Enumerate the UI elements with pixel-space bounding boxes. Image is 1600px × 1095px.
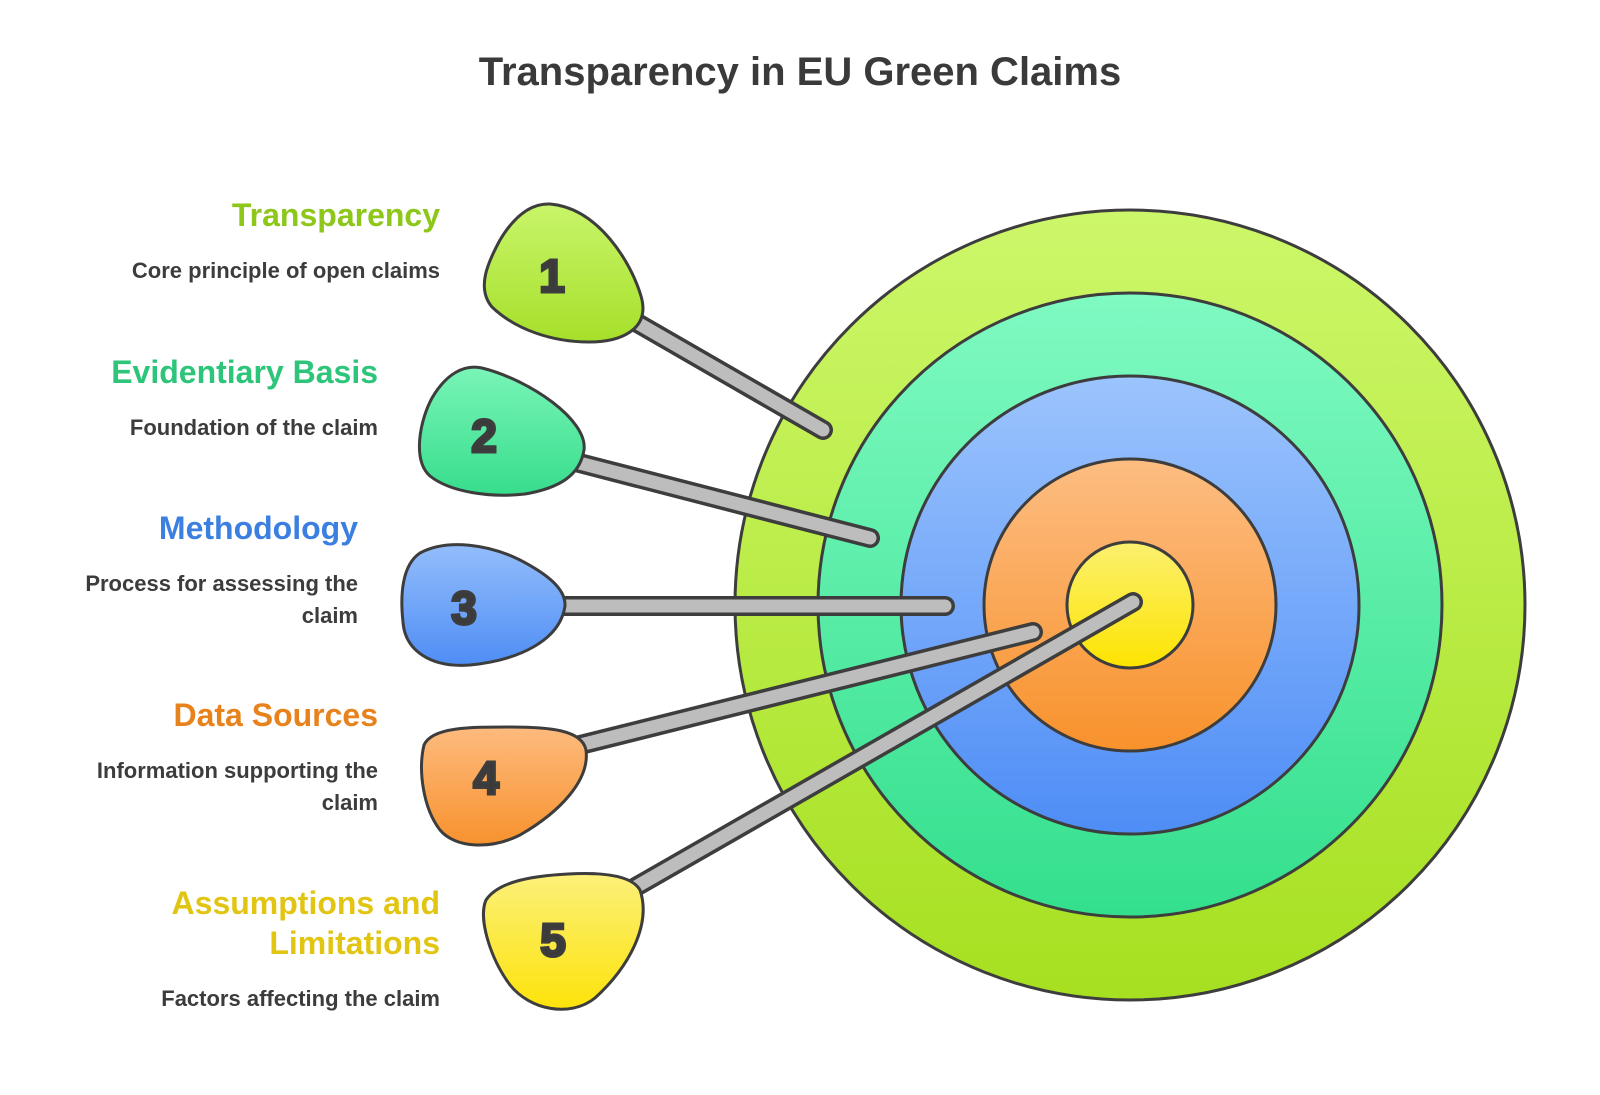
- dart-shaft-2: [550, 448, 880, 548]
- label-transparency: Transparency Core principle of open clai…: [40, 195, 440, 287]
- dart-marker-2: 2: [417, 365, 586, 497]
- label-heading: Assumptions and Limitations: [171, 885, 440, 961]
- marker-number-1: 1: [539, 250, 565, 302]
- dart-marker-5: 5: [482, 872, 645, 1011]
- dart-markers: 1 2 3 4 5: [400, 202, 645, 1011]
- dart-shaft-4: [550, 622, 1043, 760]
- marker-number-2: 2: [471, 410, 497, 462]
- label-methodology: Methodology Process for assessing the cl…: [40, 508, 358, 632]
- dart-marker-3: 3: [400, 543, 567, 667]
- label-evidentiary-basis: Evidentiary Basis Foundation of the clai…: [40, 352, 378, 444]
- dart-shafts: [535, 303, 1143, 906]
- label-description: Process for assessing the claim: [85, 571, 358, 628]
- label-assumptions-and-limitations: Assumptions and Limitations Factors affe…: [40, 883, 440, 1015]
- label-description: Foundation of the claim: [129, 415, 378, 440]
- label-description: Factors affecting the claim: [161, 986, 440, 1011]
- page-title: Transparency in EU Green Claims: [478, 50, 1122, 94]
- dart-shaft-5: [610, 592, 1143, 906]
- marker-number-3: 3: [451, 582, 477, 634]
- marker-number-5: 5: [540, 914, 566, 966]
- label-description: Core principle of open claims: [131, 258, 440, 283]
- label-description: Information supporting the claim: [96, 758, 378, 815]
- label-heading: Data Sources: [173, 697, 378, 733]
- label-heading: Methodology: [158, 510, 358, 546]
- dart-marker-1: 1: [482, 202, 645, 344]
- label-data-sources: Data Sources Information supporting the …: [40, 695, 378, 819]
- dart-marker-4: 4: [420, 725, 588, 847]
- dart-shaft-1: [610, 303, 833, 440]
- label-heading: Evidentiary Basis: [111, 354, 378, 390]
- marker-number-4: 4: [473, 752, 499, 804]
- label-heading: Transparency: [231, 197, 440, 233]
